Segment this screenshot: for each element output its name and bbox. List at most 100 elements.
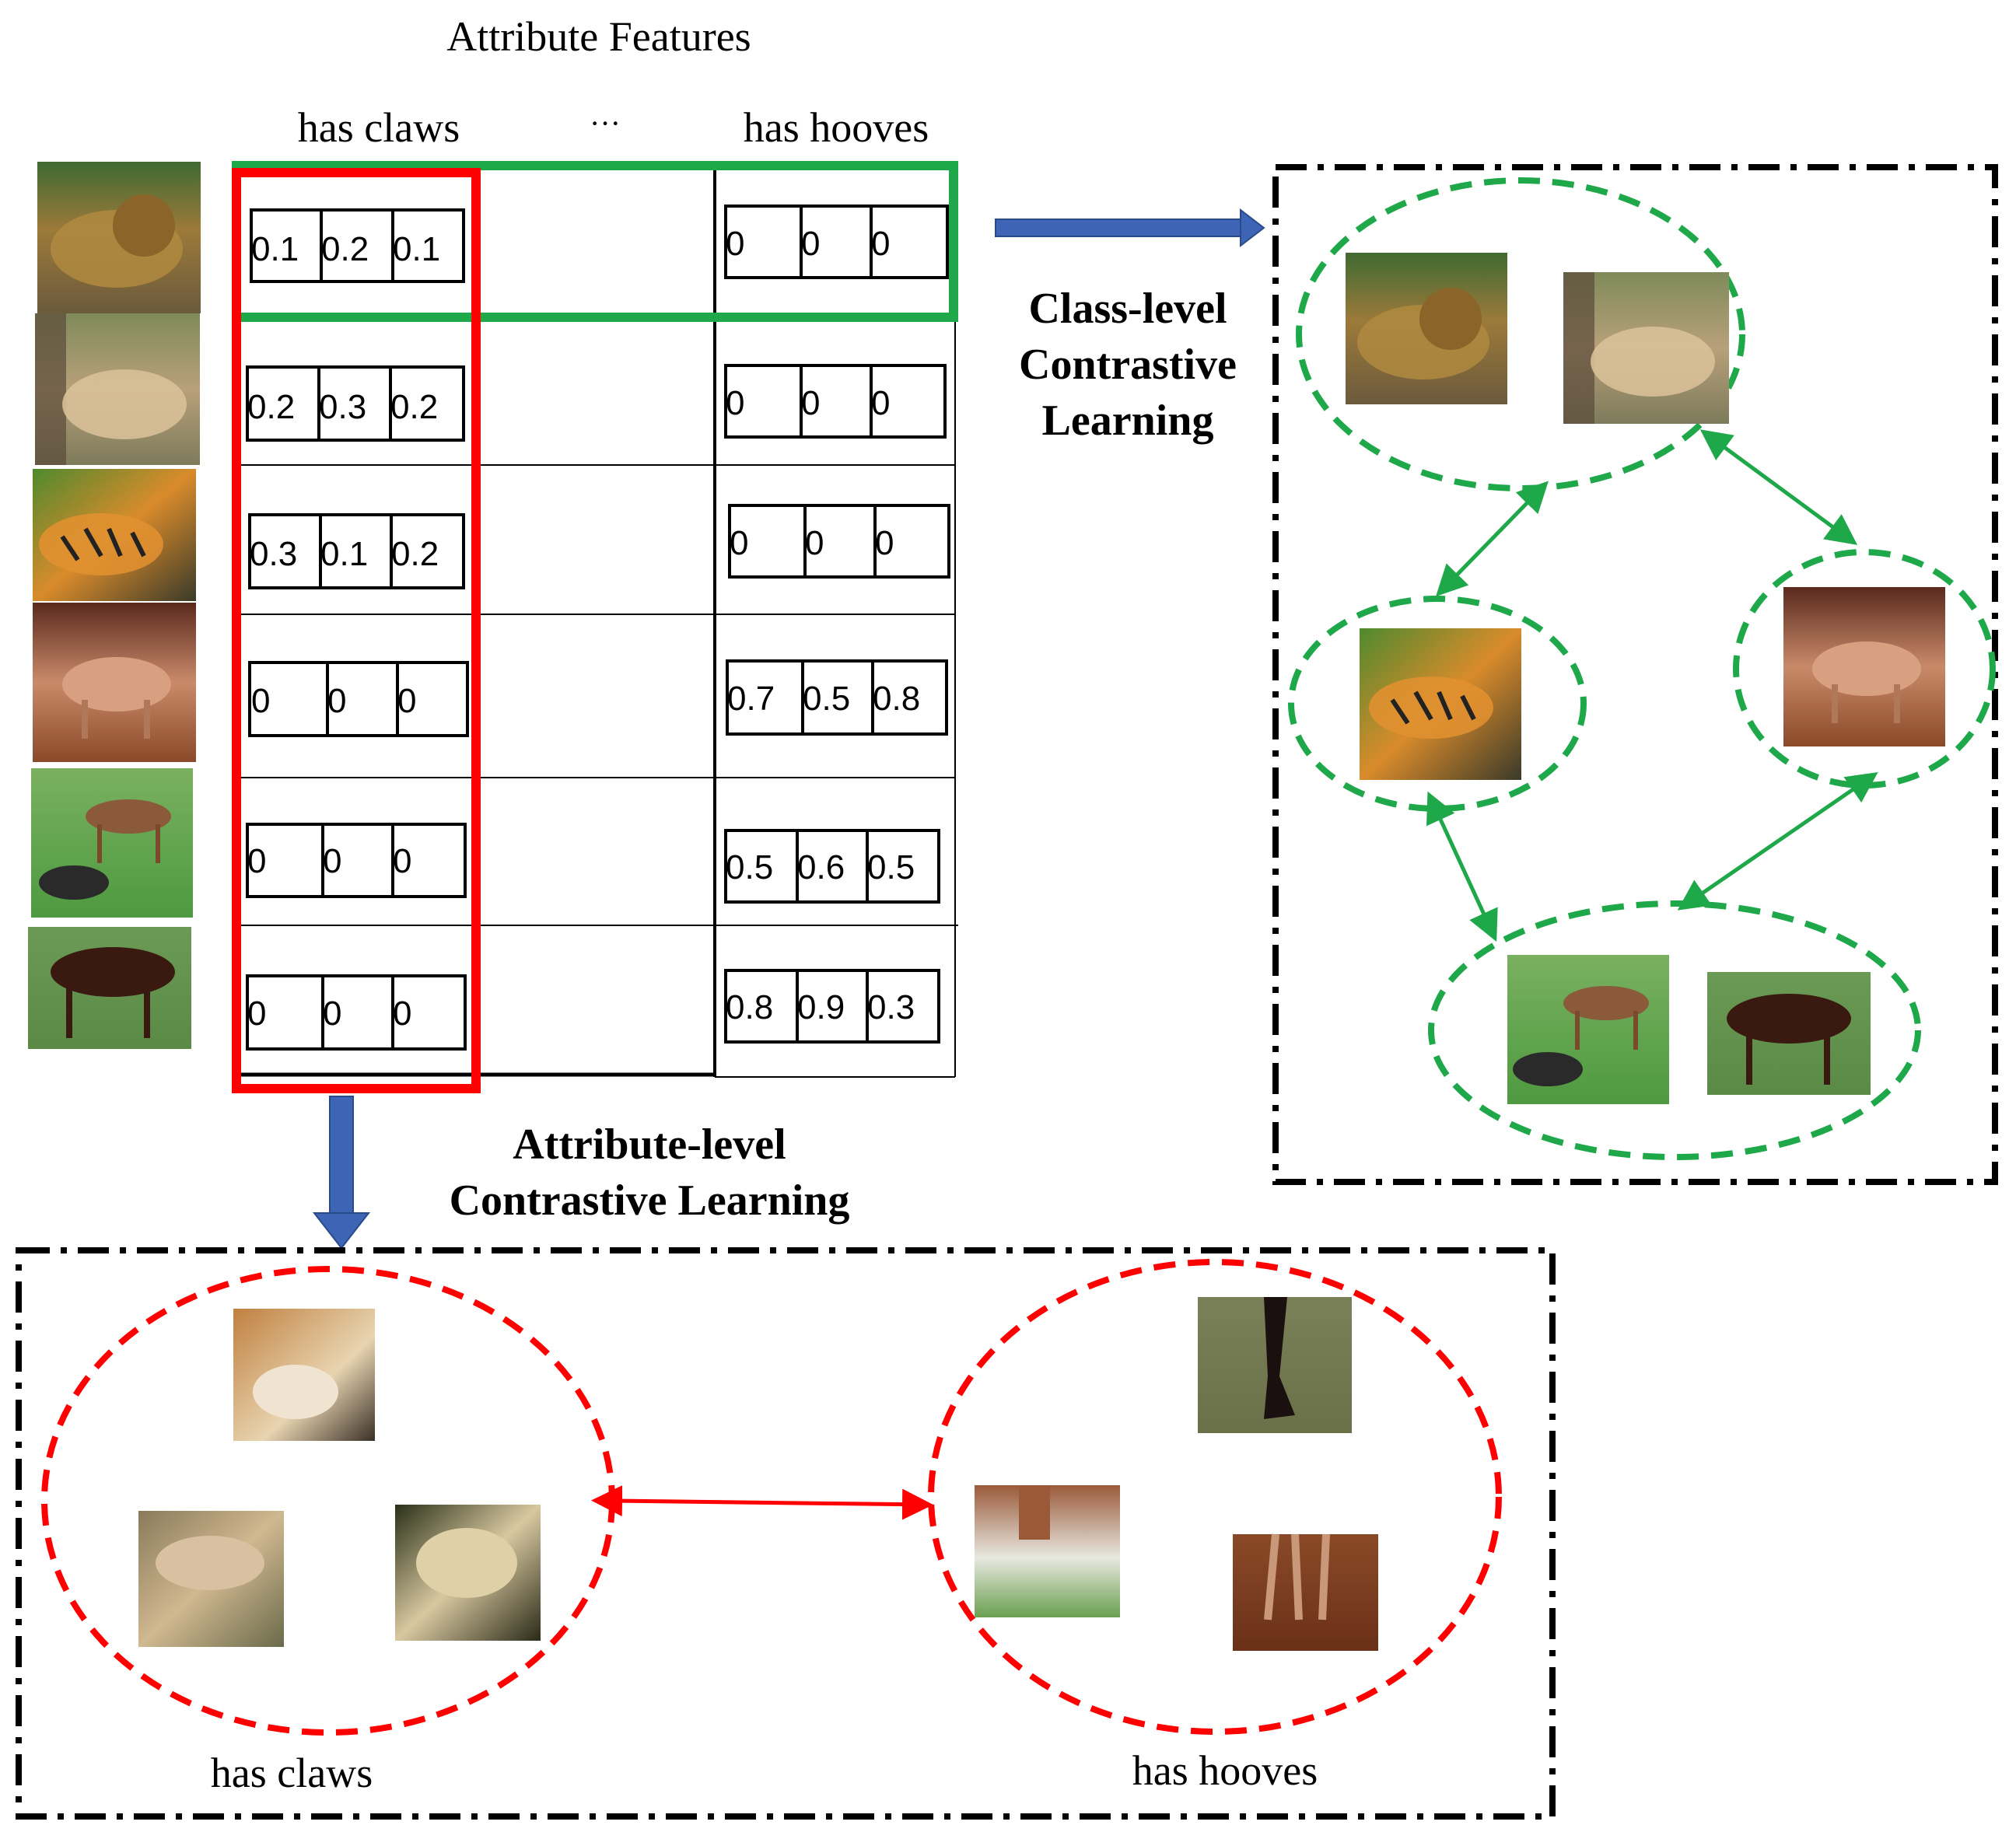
claw-image-lioness-paw	[138, 1511, 284, 1647]
cluster-image-lion	[1346, 253, 1507, 404]
value-cell: 0.2	[321, 230, 369, 268]
value-cell: 0	[871, 384, 890, 422]
thumbnail-sheep	[33, 603, 196, 762]
value-cell: 0.8	[726, 988, 773, 1026]
value-cell: 0	[875, 524, 894, 562]
value-cell: 0	[726, 384, 744, 422]
attribute-level-panel	[16, 1247, 1556, 1820]
claws-cells-row-5	[246, 823, 467, 898]
value-cell: 0	[251, 682, 270, 720]
hooves-cells-row-6	[724, 969, 940, 1044]
cluster-lions-images	[1346, 253, 1729, 424]
value-cell: 0.1	[393, 230, 440, 268]
cluster-lions	[1296, 177, 1745, 491]
value-cell: 0	[801, 225, 820, 263]
cluster-label-has-claws: has claws	[211, 1750, 373, 1796]
thumbnail-lion	[37, 162, 201, 313]
cluster-sheep-images	[1783, 587, 1945, 746]
attribute-level-label-line1: Attribute-level	[513, 1121, 786, 1169]
cluster-tiger-images	[1360, 628, 1521, 780]
attribute-level-label: Attribute-level Contrastive Learning	[450, 1121, 850, 1225]
value-cell: 0.2	[391, 535, 439, 573]
value-cell: 0.9	[797, 988, 845, 1026]
arrow-sheep-horses	[1677, 771, 1878, 911]
class-level-label-line2: Contrastive	[1019, 341, 1237, 389]
value-cell: 0.5	[803, 680, 850, 718]
value-cell: 0.1	[251, 230, 299, 268]
value-cell: 0.3	[867, 988, 915, 1026]
value-cell: 0	[327, 682, 346, 720]
cluster-image-lioness	[1563, 272, 1729, 424]
hooves-cells-row-2	[724, 364, 947, 439]
down-arrow-to-attribute-level	[312, 1096, 371, 1250]
claws-cells-row-6	[246, 974, 467, 1051]
column-header-has-claws: has claws	[298, 104, 460, 151]
hoof-images	[975, 1297, 1378, 1651]
value-cell: 0	[393, 842, 411, 880]
value-cell: 0	[247, 995, 266, 1033]
claws-cells-row-2	[246, 365, 465, 442]
value-cell: 0.3	[250, 535, 297, 573]
value-cell: 0.2	[390, 388, 438, 426]
value-cell: 0.1	[320, 535, 368, 573]
class-level-label: Class-level Contrastive Learning	[1019, 285, 1237, 445]
value-cell: 0.5	[867, 848, 915, 886]
value-cell: 0	[726, 225, 744, 263]
value-cell: 0.7	[727, 680, 775, 718]
value-cell: 0.5	[726, 848, 773, 886]
cluster-hooves	[928, 1259, 1502, 1735]
value-texts: 0.1 0.2 0.1 0.2 0.3 0.2 0.3 0.1 0.2 0 0 …	[247, 225, 920, 1033]
diagram-title: Attribute Features	[446, 13, 751, 60]
hooves-cells-row-5	[724, 829, 940, 904]
column-header-has-hooves: has hooves	[744, 104, 929, 151]
value-cell: 0	[805, 524, 824, 562]
claws-cells-row-4	[248, 661, 469, 737]
right-arrow-to-class-level	[995, 208, 1265, 248]
cluster-label-has-hooves: has hooves	[1132, 1747, 1318, 1794]
claws-cells-row-3	[248, 513, 465, 589]
value-cell: 0	[323, 842, 341, 880]
value-cell: 0.2	[247, 388, 295, 426]
claws-cells-row-1	[250, 208, 465, 283]
attribute-table	[238, 170, 958, 1078]
value-cell: 0	[247, 842, 266, 880]
thumbnail-lioness	[35, 313, 200, 465]
attribute-column-highlight-frame	[232, 168, 481, 1093]
value-cell: 0	[393, 995, 411, 1033]
animal-thumbnails	[28, 162, 201, 1049]
hooves-cells-row-3	[728, 504, 950, 579]
hoof-image-dark-leg	[1198, 1297, 1352, 1433]
thumbnail-tiger	[33, 469, 196, 601]
cluster-image-horse-with-pig	[1507, 955, 1669, 1104]
arrow-lions-sheep	[1699, 429, 1858, 545]
class-contrast-arrows	[1426, 429, 1878, 942]
thumbnail-horse-with-pig	[31, 768, 193, 918]
value-cell: 0.3	[319, 388, 366, 426]
class-level-label-line3: Learning	[1042, 397, 1214, 445]
cluster-image-dark-horse	[1707, 972, 1871, 1095]
cluster-horses-images	[1507, 955, 1871, 1104]
claw-images	[138, 1309, 541, 1647]
value-cells	[246, 205, 950, 1051]
value-cell: 0.8	[873, 680, 920, 718]
value-cell: 0	[397, 682, 416, 720]
arrow-lions-tiger	[1436, 481, 1549, 597]
value-cell: 0	[323, 995, 341, 1033]
thumbnail-dark-horse	[28, 927, 191, 1049]
hoof-image-white-hoof	[975, 1485, 1120, 1617]
hooves-cells-row-1	[724, 205, 949, 279]
value-cell: 0	[801, 384, 820, 422]
arrow-claws-hooves	[591, 1485, 933, 1520]
hooves-cells-row-4	[726, 659, 948, 736]
column-header-ellipsis: ···	[590, 106, 621, 141]
value-cell: 0.6	[797, 848, 845, 886]
hoof-image-sheep-legs	[1233, 1533, 1378, 1651]
claw-image-lion-paw	[395, 1505, 541, 1641]
value-cell: 0	[871, 225, 890, 263]
class-level-label-line1: Class-level	[1028, 285, 1227, 333]
arrow-tiger-horses	[1426, 791, 1498, 942]
attribute-level-label-line2: Contrastive Learning	[450, 1176, 850, 1225]
claw-image-tiger-paw	[233, 1309, 375, 1441]
value-cell: 0	[730, 524, 748, 562]
